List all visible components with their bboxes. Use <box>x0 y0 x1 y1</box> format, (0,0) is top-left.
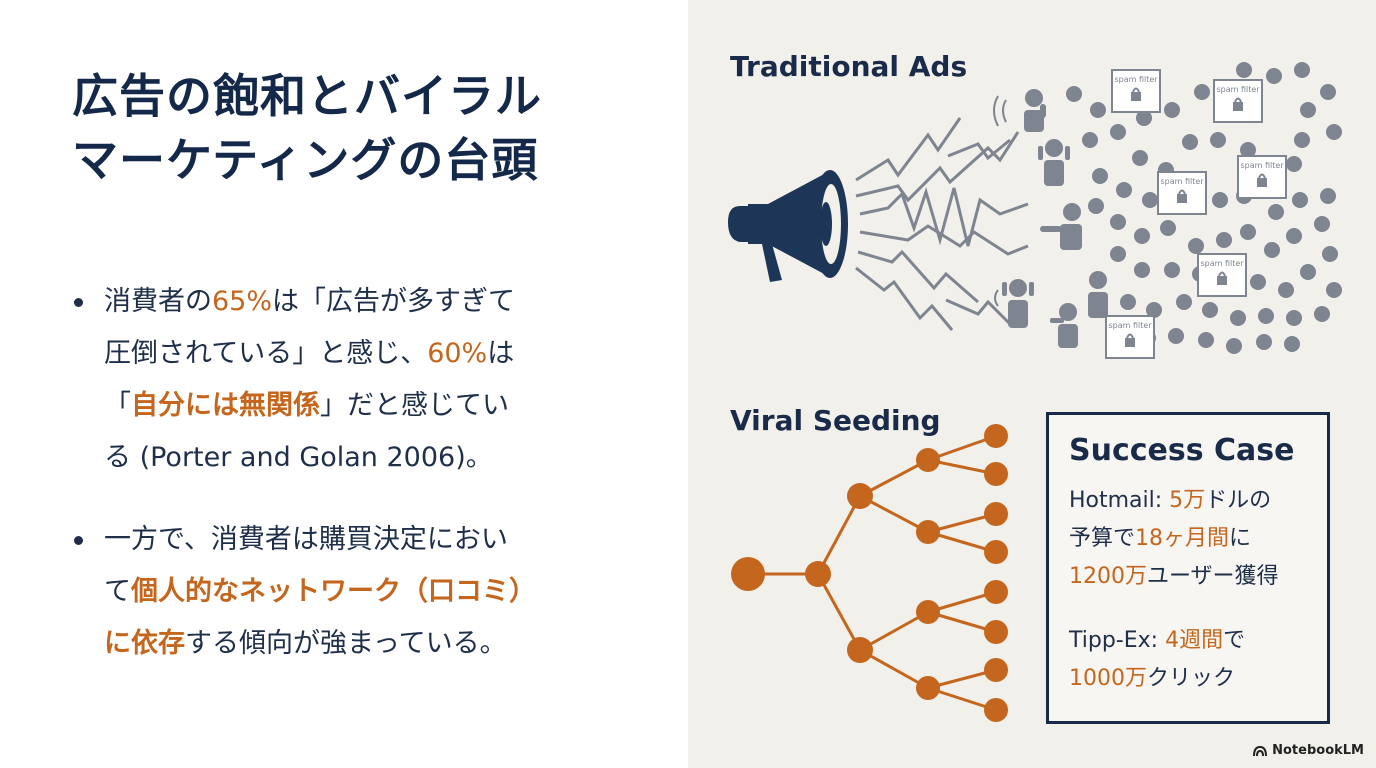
text: は <box>487 338 515 369</box>
spam-filter-icon: spam filter <box>1111 69 1161 113</box>
bullet-dot <box>74 298 83 307</box>
spam-filter-text: spam filter <box>1216 85 1260 94</box>
text: 圧倒されている」と感じ、 <box>104 338 428 369</box>
bullet-dot <box>74 536 83 545</box>
noise-waves <box>855 117 1029 331</box>
bullet-2-line-1: 一方で、消費者は購買決定におい <box>104 524 508 555</box>
highlight-personal-network: 個人的なネットワーク（口コミ） <box>131 576 536 607</box>
text: は「広告が多すぎて <box>272 286 516 317</box>
hotmail-line-1: Hotmail: 5万ドルの <box>1069 482 1309 520</box>
tippex-clicks: 1000万 <box>1069 666 1147 691</box>
text: Tipp-Ex: <box>1069 628 1166 653</box>
viral-seeding-label: Viral Seeding <box>730 404 941 437</box>
text: て <box>104 576 131 607</box>
text: する傾向が強まっている。 <box>185 628 507 659</box>
person-icon <box>1050 303 1078 348</box>
text: 消費者の <box>104 286 212 317</box>
spam-filter-icon: spam filter <box>1105 315 1155 359</box>
spam-filter-icon: spam filter <box>1197 253 1247 297</box>
highlight-dependence: に依存 <box>104 628 185 659</box>
traditional-ads-label: Traditional Ads <box>730 50 968 83</box>
bullet-ad-saturation: 消費者の65%は「広告が多すぎて 圧倒されている」と感じ、60%は 「自分には無… <box>72 276 672 484</box>
tippex-line-1: Tipp-Ex: 4週間で <box>1069 622 1309 660</box>
bullet-1-line-2: 圧倒されている」と感じ、60%は <box>104 328 672 380</box>
crowd-dots <box>1066 62 1342 354</box>
spam-filter-text: spam filter <box>1108 321 1152 330</box>
tippex-duration: 4週間 <box>1165 628 1224 653</box>
success-hotmail: Hotmail: 5万ドルの 予算で18ヶ月間に 1200万ユーザー獲得 <box>1069 482 1309 596</box>
person-icon <box>1002 279 1034 328</box>
person-icon <box>1038 139 1070 186</box>
bullet-1-line-3: 「自分には無関係」だと感じてい <box>104 380 672 432</box>
stat-65-percent: 65% <box>212 286 273 317</box>
watermark-text: NotebookLM <box>1272 743 1364 758</box>
bullet-1-line-4: る (Porter and Golan 2006)。 <box>104 442 493 473</box>
spam-filter-text: spam filter <box>1200 259 1244 268</box>
hotmail-line-3: 1200万ユーザー獲得 <box>1069 558 1309 596</box>
person-icon <box>1088 271 1108 318</box>
title-line-1: 広告の飽和とバイラル <box>72 69 542 123</box>
spam-filter-text: spam filter <box>1240 161 1284 170</box>
traditional-ads-illustration: spam filter spam filter spam filter spam… <box>728 62 1342 359</box>
hotmail-duration: 18ヶ月間 <box>1135 526 1230 551</box>
page-title: 広告の飽和とバイラル マーケティングの台頭 <box>72 64 672 192</box>
megaphone-icon <box>728 170 848 282</box>
tree-nodes <box>731 424 1008 722</box>
notebooklm-logo-icon <box>1253 745 1268 756</box>
hotmail-line-2: 予算で18ヶ月間に <box>1069 520 1309 558</box>
spam-filter-icon: spam filter <box>1157 171 1207 215</box>
right-panel: Traditional Ads <box>688 0 1376 768</box>
highlight-irrelevant: 自分には無関係 <box>131 390 320 421</box>
text: クリック <box>1147 666 1236 691</box>
text: ドルの <box>1205 488 1272 513</box>
stat-60-percent: 60% <box>427 338 488 369</box>
success-tippex: Tipp-Ex: 4週間で 1000万クリック <box>1069 622 1309 698</box>
hotmail-budget: 5万 <box>1169 488 1206 513</box>
bullet-word-of-mouth: 一方で、消費者は購買決定におい て個人的なネットワーク（口コミ） に依存する傾向… <box>72 514 672 670</box>
text: 」だと感じてい <box>320 390 509 421</box>
left-panel: 広告の飽和とバイラル マーケティングの台頭 消費者の65%は「広告が多すぎて 圧… <box>72 64 672 700</box>
bullet-2-line-2: て個人的なネットワーク（口コミ） <box>104 566 672 618</box>
spam-filter-icon: spam filter <box>1237 155 1287 199</box>
hotmail-users: 1200万 <box>1069 564 1147 589</box>
bullet-list: 消費者の65%は「広告が多すぎて 圧倒されている」と感じ、60%は 「自分には無… <box>72 276 672 700</box>
person-icon <box>1040 203 1082 250</box>
person-icon <box>1024 89 1046 132</box>
title-line-2: マーケティングの台頭 <box>72 133 539 187</box>
success-case-box: Success Case Hotmail: 5万ドルの 予算で18ヶ月間に 12… <box>1046 412 1330 724</box>
notebooklm-watermark: NotebookLM <box>1253 743 1364 758</box>
tree-edges <box>748 434 997 712</box>
sound-marks <box>993 95 1007 307</box>
bullet-2-line-3: に依存する傾向が強まっている。 <box>104 618 672 670</box>
text: 予算で <box>1069 526 1136 551</box>
spam-filter-icon: spam filter <box>1213 79 1263 123</box>
success-case-title: Success Case <box>1069 433 1295 468</box>
bullet-1-line-1: 消費者の65%は「広告が多すぎて <box>104 276 672 328</box>
spam-filter-badges: spam filter spam filter spam filter spam… <box>1105 69 1287 359</box>
text: 「 <box>104 390 131 421</box>
tippex-line-2: 1000万クリック <box>1069 660 1309 698</box>
text: Hotmail: <box>1069 488 1170 513</box>
text: ユーザー獲得 <box>1147 564 1279 589</box>
spam-filter-text: spam filter <box>1160 177 1204 186</box>
crowd-people <box>1002 89 1108 348</box>
text: に <box>1229 526 1252 551</box>
spam-filter-text: spam filter <box>1114 75 1158 84</box>
text: で <box>1223 628 1246 653</box>
